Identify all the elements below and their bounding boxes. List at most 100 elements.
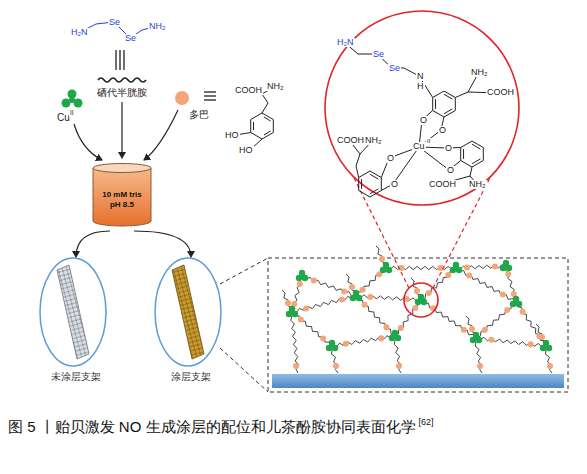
dopa-symbol — [175, 91, 189, 105]
chain-line — [292, 312, 332, 346]
chain-line — [302, 276, 356, 296]
oxidation-state: II — [69, 110, 75, 117]
dopa-dot — [343, 341, 349, 347]
atom-label: O — [446, 166, 455, 175]
reagent-label: 硒代半胱胺 — [96, 88, 148, 98]
chain-line — [546, 350, 553, 373]
atom-label: COOH — [486, 88, 515, 97]
chain-line — [386, 266, 456, 269]
atom-label: H₂N — [336, 38, 355, 47]
chain-line — [292, 296, 356, 313]
atom-label: COOH — [234, 86, 263, 95]
copper-node — [540, 340, 552, 351]
dopa-dot — [367, 294, 373, 300]
coated-stent-frame: 涂层支架 — [152, 256, 230, 386]
dopa-dot — [547, 363, 553, 369]
chain-line — [332, 350, 339, 373]
dopa-dot — [383, 324, 389, 330]
dopa-dot — [360, 287, 366, 293]
reagent-arrows — [74, 102, 178, 160]
atom-label: Se — [108, 18, 121, 27]
complex-bonds — [344, 42, 499, 197]
atom-label: O — [419, 116, 428, 125]
buffer-label: pH 8.5 — [110, 201, 134, 209]
uncoated-stent-frame: 未涂层支架 — [37, 256, 115, 386]
atom-label: COOH — [428, 180, 457, 189]
copper-node — [470, 332, 482, 343]
buffer-label: 10 mM tris — [102, 191, 142, 199]
dopa-dot — [504, 307, 510, 313]
dopa-dot — [396, 363, 402, 369]
atom-label: H₂N — [70, 28, 89, 37]
atom-label: NH₂ — [266, 82, 285, 91]
chain-line — [516, 302, 546, 346]
chain-line — [475, 342, 482, 373]
chain-line — [394, 340, 401, 373]
chain-line — [456, 268, 516, 302]
dopa-dot — [293, 363, 299, 369]
chain-line — [332, 336, 395, 347]
reaction-beaker: 10 mM tris pH 8.5 — [92, 163, 152, 229]
magnified-complex-circle: H₂NSeSeNHNH₂COOHOOCuIIOOCOOHNH₂OOCOOHNH₂ — [322, 8, 522, 208]
dopa-dot — [311, 277, 317, 283]
copper-node — [350, 290, 362, 301]
atom-label: O — [386, 154, 395, 163]
copper-node — [415, 294, 427, 305]
dopa-dot — [412, 305, 418, 311]
chain-line — [356, 295, 421, 301]
dopa-dot — [379, 256, 385, 262]
equivalence-bars — [116, 50, 124, 70]
dopa-dot — [492, 263, 498, 269]
chain-line — [456, 265, 506, 270]
substrate-bar — [272, 374, 564, 388]
stent-label: 涂层支架 — [152, 372, 230, 382]
dopa-dot — [488, 337, 494, 343]
flow-arrow — [134, 231, 191, 257]
node-outline — [37, 256, 109, 386]
dopa-dot — [539, 334, 545, 340]
dopa-dot — [520, 309, 526, 315]
wavy-chain-symbol — [98, 78, 146, 82]
copper-node — [500, 260, 512, 271]
dopa-dot — [333, 363, 339, 369]
chain-line — [476, 337, 546, 347]
coating-network — [282, 246, 553, 373]
highlight-circle — [404, 283, 438, 317]
dopa-dot — [303, 305, 309, 311]
dopa-dot — [505, 271, 511, 277]
copper-node — [510, 296, 522, 307]
atom-label: Se — [124, 34, 137, 43]
dopa-dot — [500, 292, 506, 298]
caption-row: 图 5 丨贻贝激发 NO 生成涂层的配位和儿茶酚胺协同表面化学[62] — [8, 418, 434, 436]
dopa-dot — [414, 288, 420, 294]
identity-sign — [204, 92, 216, 100]
zoom-leader-lines — [220, 258, 568, 392]
node-outline — [152, 256, 224, 386]
reagent-label: 多巴 — [188, 110, 210, 120]
dopa-dot — [378, 335, 384, 341]
dopa-dot — [469, 326, 475, 332]
atom-label: N — [416, 72, 425, 81]
copper-node — [296, 270, 308, 281]
chain-line — [421, 300, 476, 338]
beaker-text-box: 10 mM tris pH 8.5 — [92, 177, 152, 223]
atom-label: HO — [238, 146, 254, 155]
copper-node — [286, 306, 298, 317]
chain-line — [476, 302, 516, 338]
reference-number: [62] — [419, 418, 434, 427]
atom-label: NH₂ — [468, 180, 487, 189]
dopa-dot — [341, 289, 347, 295]
flow-arrow — [76, 231, 110, 257]
atom-label: Se — [372, 50, 385, 59]
dopa-dot — [528, 341, 534, 347]
dopa-dot — [297, 281, 303, 287]
dopa-dot — [461, 327, 467, 333]
dopa-dot — [445, 272, 451, 278]
dopa-dot — [298, 316, 304, 322]
dopa-dot — [482, 327, 488, 333]
atom-label: O — [438, 126, 447, 135]
chain-line — [356, 296, 395, 336]
dopa-structure-bonds — [236, 87, 274, 150]
oxidation-state: II — [426, 138, 431, 144]
atom-label: HO — [224, 131, 240, 140]
